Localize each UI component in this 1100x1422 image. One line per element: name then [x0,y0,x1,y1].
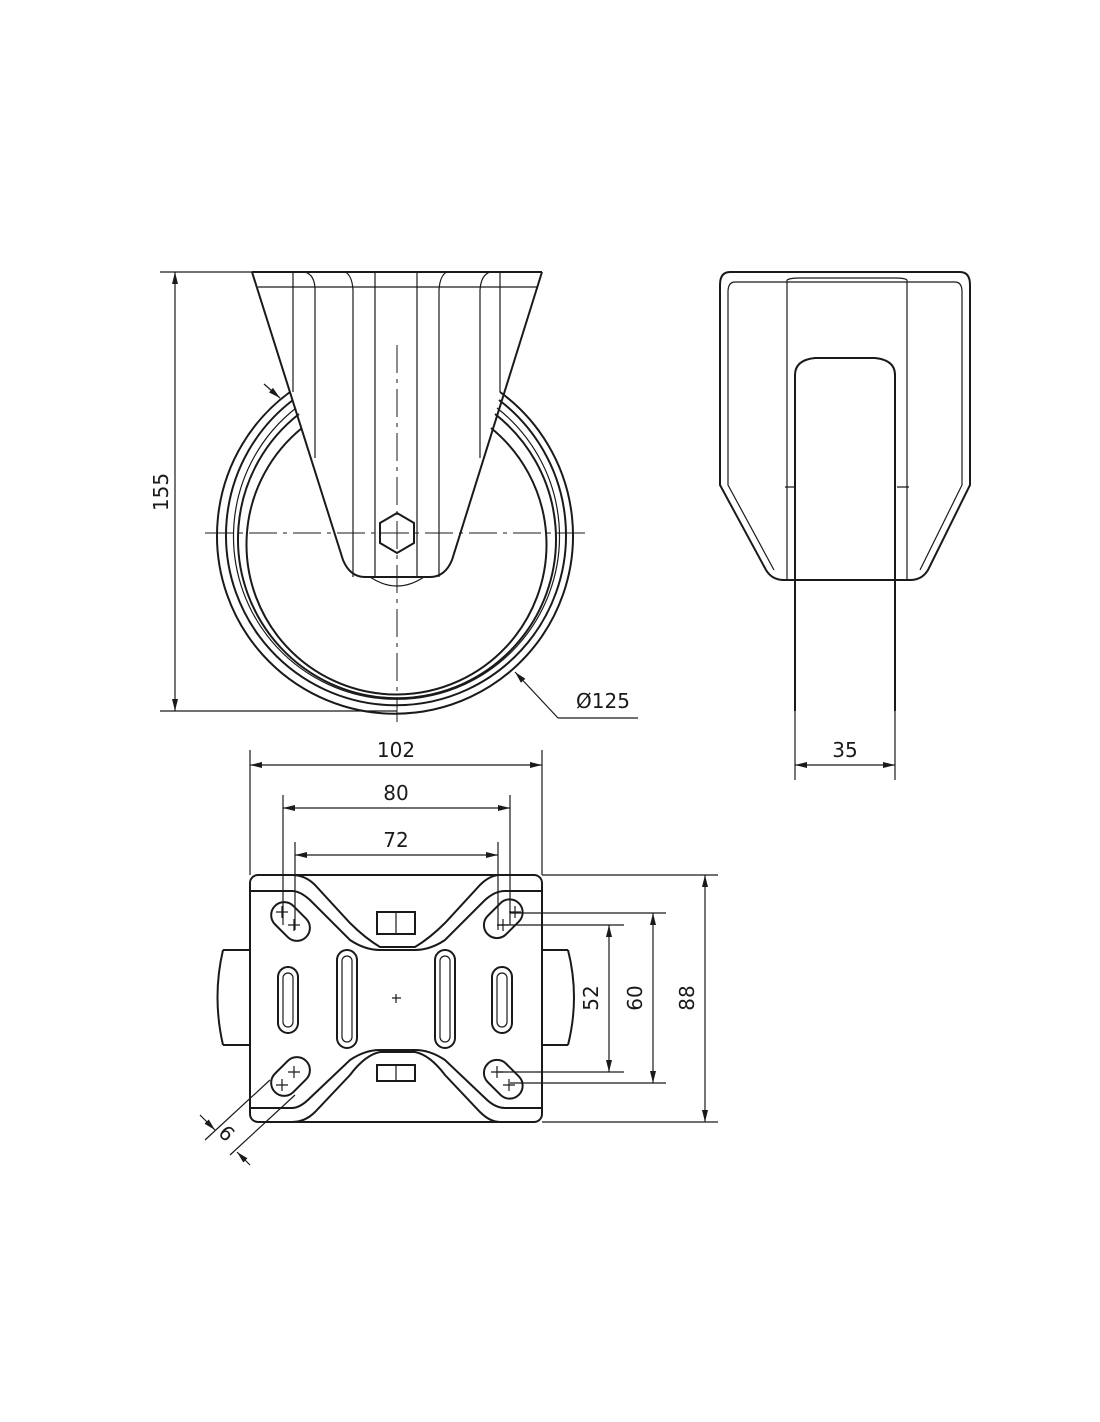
height-dimension: 155 [149,271,397,712]
wheel-side [794,357,896,711]
side-view: 35 [719,271,971,780]
diameter-label: Ø125 [576,689,630,713]
plate-width-label: 102 [377,738,415,762]
hole-spacing-80-label: 80 [383,781,408,805]
front-view: 155 Ø125 [149,271,638,722]
mounting-slots [270,898,524,1100]
plate-length-label: 88 [675,985,699,1010]
height-label: 155 [149,473,173,511]
hole-diameter-label: 9 [214,1120,240,1146]
fixed-bracket [251,271,543,587]
wheel [216,391,574,715]
hole-spacing-52-label: 52 [579,985,603,1010]
wheel-width-label: 35 [832,738,857,762]
width-dimension: 35 [794,711,896,780]
hole-spacing-60-label: 60 [623,985,647,1010]
diameter-dimension: Ø125 [263,383,638,719]
hole-spacing-72-label: 72 [383,828,408,852]
vertical-dimensions: 88 60 52 [498,874,718,1123]
horizontal-dimensions: 102 80 72 [249,738,543,930]
plate-view: 102 80 72 88 60 52 9 [199,738,718,1166]
axle-nut [379,511,415,555]
